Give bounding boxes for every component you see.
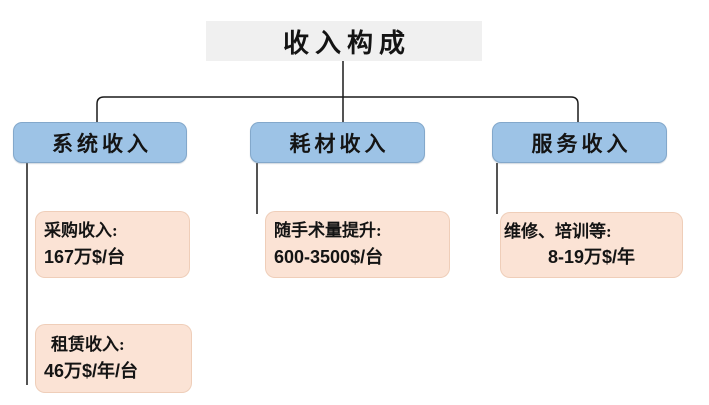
detail-title: 随手术量提升:	[274, 221, 382, 241]
detail-value: 8-19万$/年	[547, 247, 636, 268]
detail-value: 46万$/年/台	[44, 360, 139, 381]
branch-node-consumables-income: 耗材收入	[250, 122, 425, 163]
branch-node-service-income: 服务收入	[492, 122, 667, 163]
detail-title: 采购收入:	[44, 221, 118, 241]
branch-node-system-income: 系统收入	[13, 122, 187, 163]
detail-node-surgery-volume: 随手术量提升: 600-3500$/台	[265, 211, 450, 278]
detail-value: 167万$/台	[44, 246, 126, 267]
connector-horizontal-bar	[96, 96, 579, 122]
detail-title: 维修、培训等:	[504, 221, 612, 241]
detail-node-leasing-income: 租赁收入: 46万$/年/台	[35, 324, 192, 393]
detail-value: 600-3500$/台	[274, 246, 384, 267]
detail-node-procurement-income: 采购收入: 167万$/台	[35, 211, 190, 278]
root-node-income-composition: 收入构成	[206, 21, 482, 61]
detail-title: 租赁收入:	[51, 335, 125, 355]
detail-node-maintenance-training: 维修、培训等: 8-19万$/年	[500, 212, 683, 278]
